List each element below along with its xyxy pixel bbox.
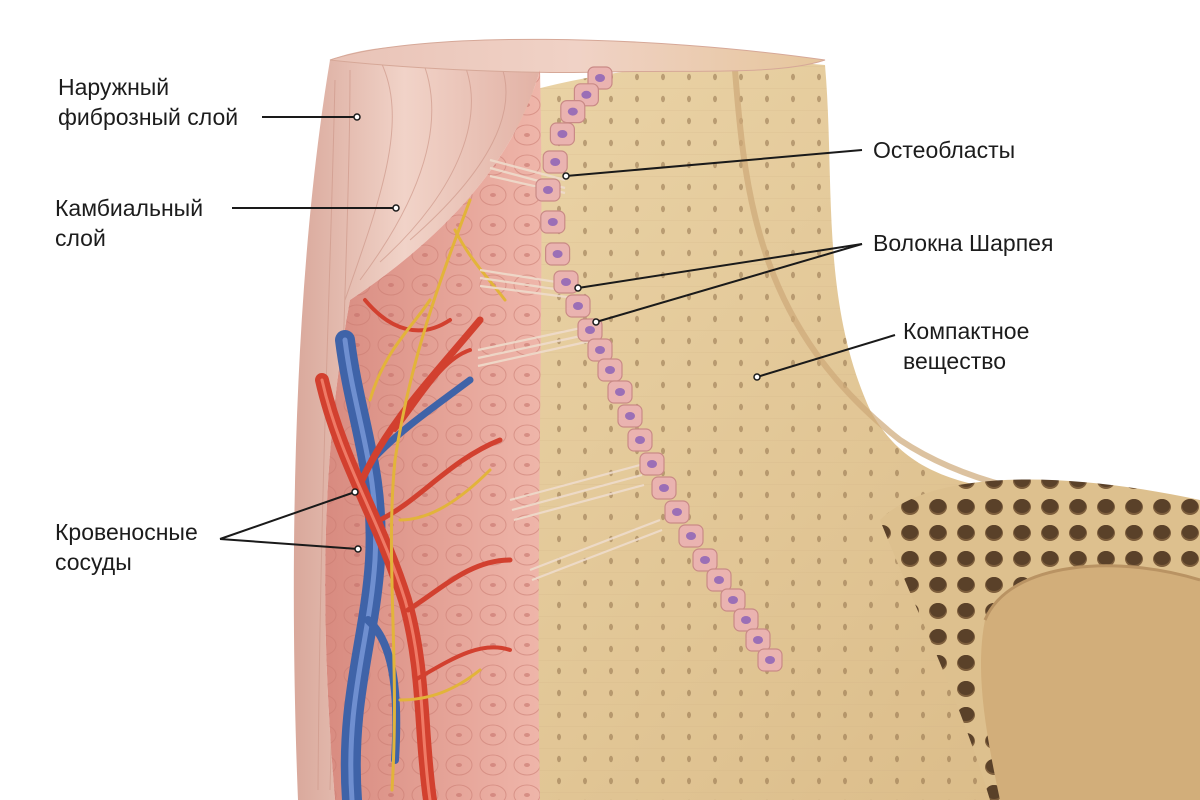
label-outer-fibrous-layer: Наружный фиброзный слой [58,72,238,132]
osteoblast-nucleus [659,484,669,492]
osteoblast-nucleus [595,346,605,354]
label-cambial-line2: слой [55,225,106,251]
osteoblast-row [535,66,783,672]
osteoblast-nucleus [573,302,583,310]
osteoblast-nucleus [567,107,578,116]
label-blood-vessels: Кровеносные сосуды [55,517,198,577]
leader-vessels-1 [219,491,356,540]
osteoblast-nucleus [595,74,605,82]
label-blood-vessels-line1: Кровеносные [55,519,198,545]
marrow-cavity [980,565,1200,800]
leader-sharpey-1 [577,243,863,289]
osteoblast-nucleus [714,576,724,584]
label-blood-vessels-line2: сосуды [55,549,132,575]
label-sharpey-fibers: Волокна Шарпея [873,228,1053,258]
label-osteoblasts: Остеобласты [873,135,1015,165]
label-cambial-line1: Камбиальный [55,195,204,221]
osteoblast-nucleus [561,278,571,286]
osteoblast-nucleus [686,532,696,540]
osteoblast-nucleus [615,388,625,396]
osteoblast-nucleus [552,250,563,258]
leader-compact [756,334,896,378]
osteoblast-nucleus [625,412,635,420]
cambial-cells [325,70,542,800]
osteoblast-nucleus [728,596,738,604]
label-compact-line1: Компактное [903,318,1030,344]
osteoblast-nucleus [647,460,657,468]
label-cambial-layer: Камбиальный слой [55,193,203,253]
label-osteoblasts-text: Остеобласты [873,137,1016,163]
blood-vessels [315,298,513,800]
osteoblast-nucleus [753,636,763,644]
leader-sharpey-2 [595,243,863,323]
osteoblast-nucleus [672,508,682,516]
label-compact-bone: Компактное вещество [903,316,1029,376]
osteoblast-nucleus [700,556,710,564]
osteoblast-nucleus [550,158,561,166]
top-surface [329,38,826,73]
leader-dots [351,113,761,553]
osteoblast-nucleus [557,130,568,138]
leader-lines [219,116,896,550]
osteoblast-nucleus [581,90,592,99]
label-sharpey-text: Волокна Шарпея [873,230,1054,256]
osteoblast-nucleus [543,186,553,194]
label-outer-fibrous-line2: фиброзный слой [58,104,239,130]
osteoblast-nucleus [605,366,615,374]
osteoblast-nucleus [765,656,775,664]
leader-osteoblasts [565,149,863,177]
label-outer-fibrous-line1: Наружный [58,74,170,100]
osteoblast-nucleus [585,326,595,334]
label-compact-line2: вещество [903,348,1006,374]
osteoblast-nucleus [547,218,558,226]
nerves [368,198,507,792]
leader-vessels-2 [219,538,359,550]
osteoblast-nucleus [741,616,751,624]
fibrous-layer [293,46,540,800]
osteoblast-nucleus [635,436,645,444]
